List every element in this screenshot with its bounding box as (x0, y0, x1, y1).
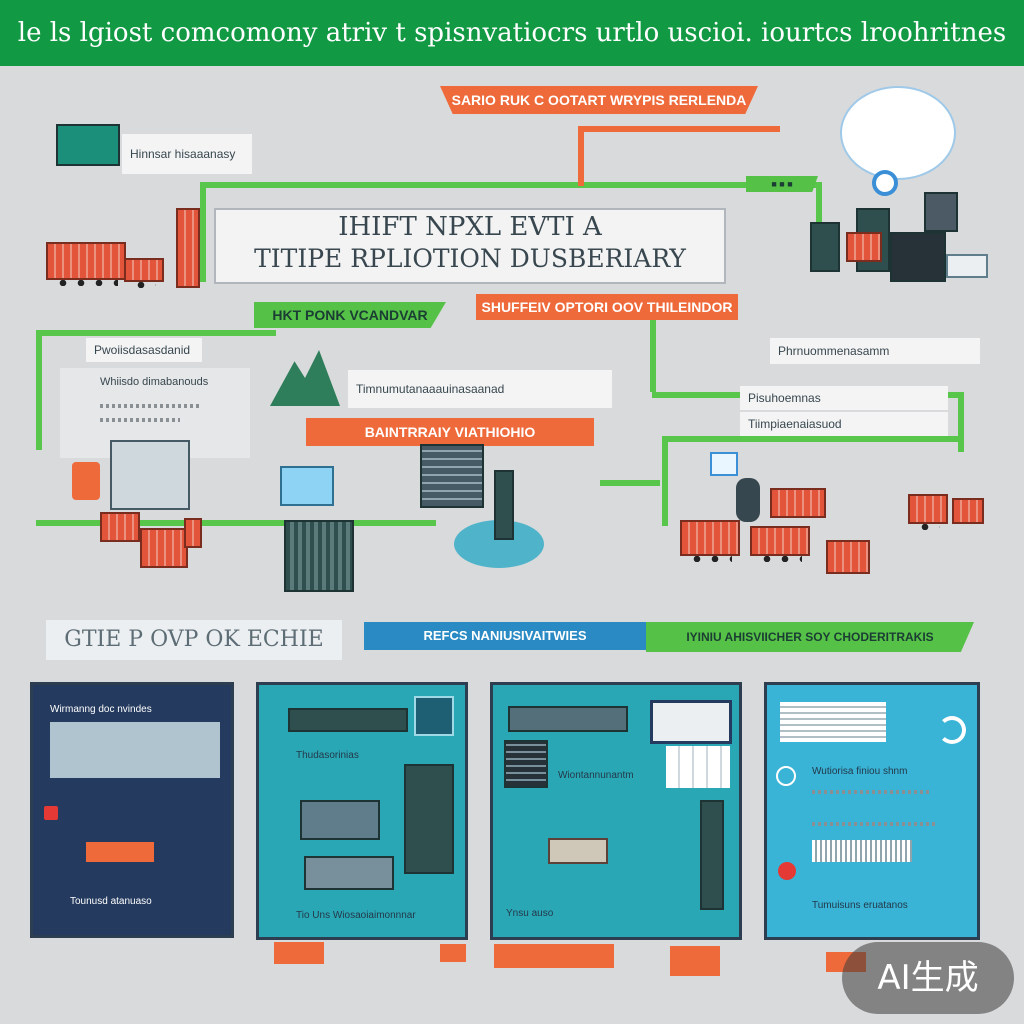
panel-3-caption: Wiontannunantm (558, 770, 634, 781)
factory-crate (846, 232, 882, 262)
factory-building-icon (924, 192, 958, 232)
crate-lower-right-6 (952, 498, 984, 524)
device-stack-icon (110, 440, 190, 510)
left-list-line-1 (100, 404, 200, 408)
panel-2-tab-right (440, 944, 466, 962)
right-box-3: Tiimpiaenaiasuod (740, 412, 948, 436)
panel-4-caption: Wutiorisa finiou shnm (812, 766, 908, 777)
server-rack-icon (810, 222, 840, 272)
panel-4-bulb-icon (776, 766, 796, 786)
pipe-left-vertical (200, 182, 206, 282)
pipe-top-horizontal (200, 182, 820, 188)
panel-2-machine-2 (300, 800, 380, 840)
monitor-icon (710, 452, 738, 476)
panel-3-tower (700, 800, 724, 910)
pipe-top-orange-drop (578, 126, 584, 186)
pipe-right-loop-vertical (662, 436, 668, 526)
panel-4-table (780, 702, 886, 742)
crate-lower-right-2 (750, 526, 810, 562)
pipe-right-loop (662, 436, 962, 442)
panel-1-alert-icon (44, 806, 58, 820)
panel-3-ea-icon (650, 700, 732, 744)
pipe-lower (600, 480, 660, 486)
panel-1-image (50, 722, 220, 778)
factory-dark-block (890, 232, 946, 282)
panel-4-arrow-icon (938, 716, 966, 744)
phone-icon (72, 462, 100, 500)
page-title: le ls lgiost comcomony atriv t spisnvati… (0, 0, 1024, 66)
cart-crate-left-2 (124, 258, 164, 288)
panel-1-caption: Tounusd atanuaso (70, 896, 152, 907)
crate-lower-left-1 (100, 512, 140, 542)
panel-4-alert-icon (778, 862, 796, 880)
panel-4-line-2 (812, 822, 938, 826)
panel-2-footer: Tio Uns Wiosaoiaimonnnar (296, 910, 416, 921)
warehouse-grid-icon (420, 444, 484, 508)
cabinet-icon (284, 520, 354, 592)
pipe-center-vertical (650, 300, 656, 392)
panel-4-footer: Tumuisuns eruatanos (812, 900, 908, 911)
pipe-mid-right-vertical (958, 392, 964, 452)
banner-orange-mid: SHUFFEIV OPTORI OOV THILEINDOR (476, 294, 738, 320)
left-list-body: Whiisdo dimabanouds (100, 376, 209, 388)
mountain-icon (270, 350, 340, 406)
banner-orange-small: BAINTRRAIY VIATHIOHIO (306, 418, 594, 446)
panel-2-screen-icon (414, 696, 454, 736)
panel-3-tab-left (494, 944, 614, 968)
crate-lower-right-4 (826, 540, 870, 574)
left-list-line-2 (100, 418, 180, 422)
panel-3-footer: Ynsu auso (506, 908, 554, 919)
tower-icon (494, 470, 514, 540)
banner-green-mid: HKT PONK VCANDVAR (254, 302, 446, 328)
robot-arm-icon (736, 478, 760, 522)
crate-lower-right-3 (770, 488, 826, 518)
right-box-2: Pisuhoemnas (740, 386, 948, 410)
green-tag-right: ■ ■ ■ (746, 176, 818, 192)
crate-lower-left-3 (184, 518, 202, 548)
panel-1-highlight (86, 842, 154, 862)
left-list-title: Pwoiisdasasdanid (86, 338, 202, 362)
pipe-mid-left-vertical (36, 330, 42, 450)
center-list: Timnumutanaaauinasaanad (348, 370, 612, 408)
crate-lower-right-5 (908, 494, 948, 530)
panel-3-crate (548, 838, 608, 864)
center-title-line1: IHIFT NPXL EVTI A (338, 212, 602, 242)
panel-2-machine-1 (288, 708, 408, 732)
cart-crate-left (46, 242, 126, 286)
box-icon (280, 466, 334, 506)
pipe-top-orange (580, 126, 780, 132)
cloud-icon (842, 88, 954, 178)
panel-2-tab-left (274, 942, 324, 964)
center-title-plate (214, 208, 726, 284)
banner-top-orange: SARIO RUK C OOTART WRYPIS RERLENDA (440, 86, 758, 114)
crate-lower-left-2 (140, 528, 188, 568)
panel-3-machine-1 (508, 706, 628, 732)
pipe-mid-left (36, 330, 276, 336)
ai-watermark-badge: AI生成 (842, 942, 1014, 1014)
top-left-machine-icon (56, 124, 120, 166)
top-left-label: Hinnsar hisaaanasy (122, 134, 252, 174)
panel-1-title: Wirmanng doc nvindes (50, 704, 152, 715)
pipe-mid-long (36, 520, 436, 526)
panel-2-machine-4 (304, 856, 394, 890)
crate-lower-right-1 (680, 520, 740, 562)
section-title: GTIE P OVP OK ECHIE (46, 620, 342, 660)
panel-4-barcode (812, 840, 912, 862)
center-title-line2: TITIPE RPLIOTION DUSBERIARY (254, 244, 686, 273)
panel-4-line-1 (812, 790, 932, 794)
panel-2-machine-3 (404, 764, 454, 874)
panel-2-caption: Thudasorinias (296, 750, 359, 761)
gear-icon (872, 170, 898, 196)
right-box-1: Phrnuommenasamm (770, 338, 980, 364)
panel-3-grid (666, 746, 730, 788)
forklift-icon (946, 254, 988, 278)
panel-3-rack (504, 740, 548, 788)
banner-blue: REFCS NANIUSIVAITWIES (364, 622, 646, 650)
crate-stack-left (176, 208, 200, 288)
banner-green-bottom: IYINIU AHISVIICHER SOY CHODERITRAKIS (646, 622, 974, 652)
panel-3-tab-right (670, 946, 720, 976)
